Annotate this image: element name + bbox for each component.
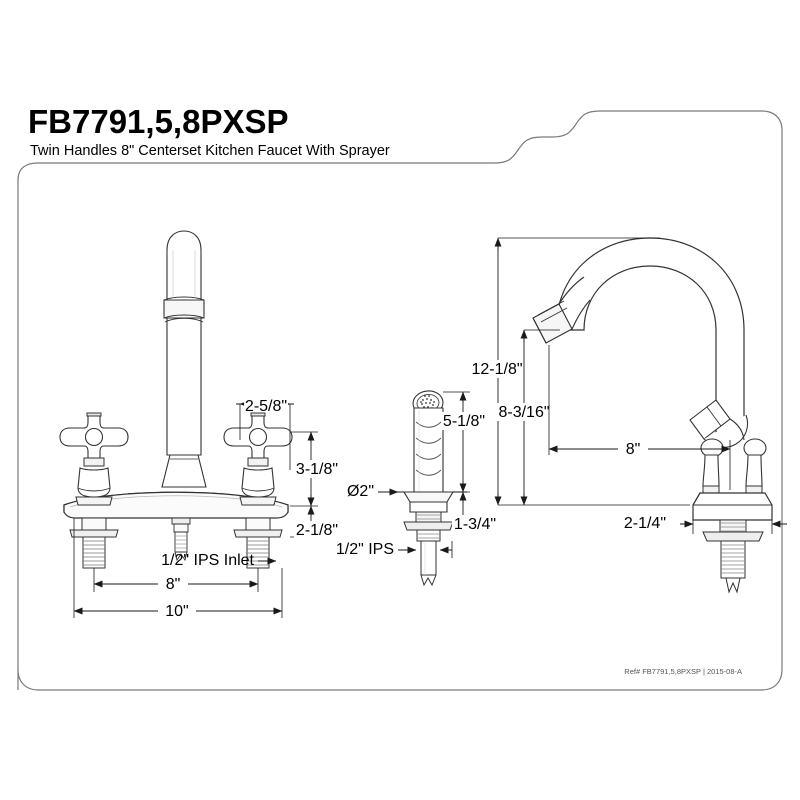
sprayer-view: [390, 390, 467, 587]
dim-shank-length: 2-1/8": [296, 522, 338, 539]
handles-side-profile: [700, 438, 767, 494]
dim-overall-width: 10": [165, 603, 188, 620]
dim-sprayer-shank: 1-3/4": [454, 516, 496, 533]
sprayer-grip: [413, 407, 444, 493]
dim-inlet-callout: 1/2" IPS Inlet: [161, 552, 254, 569]
center-hose-front: [171, 517, 191, 562]
page-title: FB7791,5,8PXSP: [28, 103, 289, 140]
dim-flange-diameter: Ø2": [347, 483, 374, 500]
shank-left-front: [69, 517, 119, 569]
dim-handle-height: 3-1/8": [296, 461, 338, 478]
dim-spout-reach: 8": [626, 441, 641, 458]
sprayer-hose: [420, 540, 437, 587]
dim-spout-height: 8-3/16": [498, 404, 549, 421]
dim-center-to-center: 8": [166, 576, 181, 593]
deck-plate-side: [692, 492, 773, 521]
handle-right-front: [223, 412, 293, 506]
page-subtitle: Twin Handles 8" Centerset Kitchen Faucet…: [30, 143, 390, 159]
drawing-frame-border: [17, 110, 783, 691]
dim-base-depth: 2-1/4": [624, 515, 666, 532]
shank-side: [702, 519, 764, 594]
side-view-dimensions: 12-1/8" 8-3/16" 8" 2-1/4": [470, 237, 787, 534]
front-view-dimensions: 2-5/8" 3-1/8" 2-1/8" 1/2" IPS Inlet 8": [73, 394, 340, 620]
dim-sprayer-height: 5-1/8": [443, 413, 485, 430]
front-elevation-view: [59, 230, 293, 569]
dim-handle-spread: 2-5/8": [245, 398, 287, 415]
sprayer-view-dimensions: Ø2" 5-1/8" 1-3/4" 1/2" IPS: [336, 391, 498, 558]
reference-label: Ref# FB7791,5,8PXSP | 2015-08-A: [624, 667, 742, 676]
sprayer-shank: [403, 511, 454, 542]
shank-right-front: [233, 517, 283, 569]
dim-sprayer-inlet: 1/2" IPS: [336, 541, 394, 558]
side-elevation-view: [532, 237, 773, 594]
sprayer-flange: [390, 491, 467, 513]
spout-column-front: [161, 230, 207, 488]
dim-overall-height: 12-1/8": [471, 361, 522, 378]
handle-left-front: [59, 412, 129, 506]
